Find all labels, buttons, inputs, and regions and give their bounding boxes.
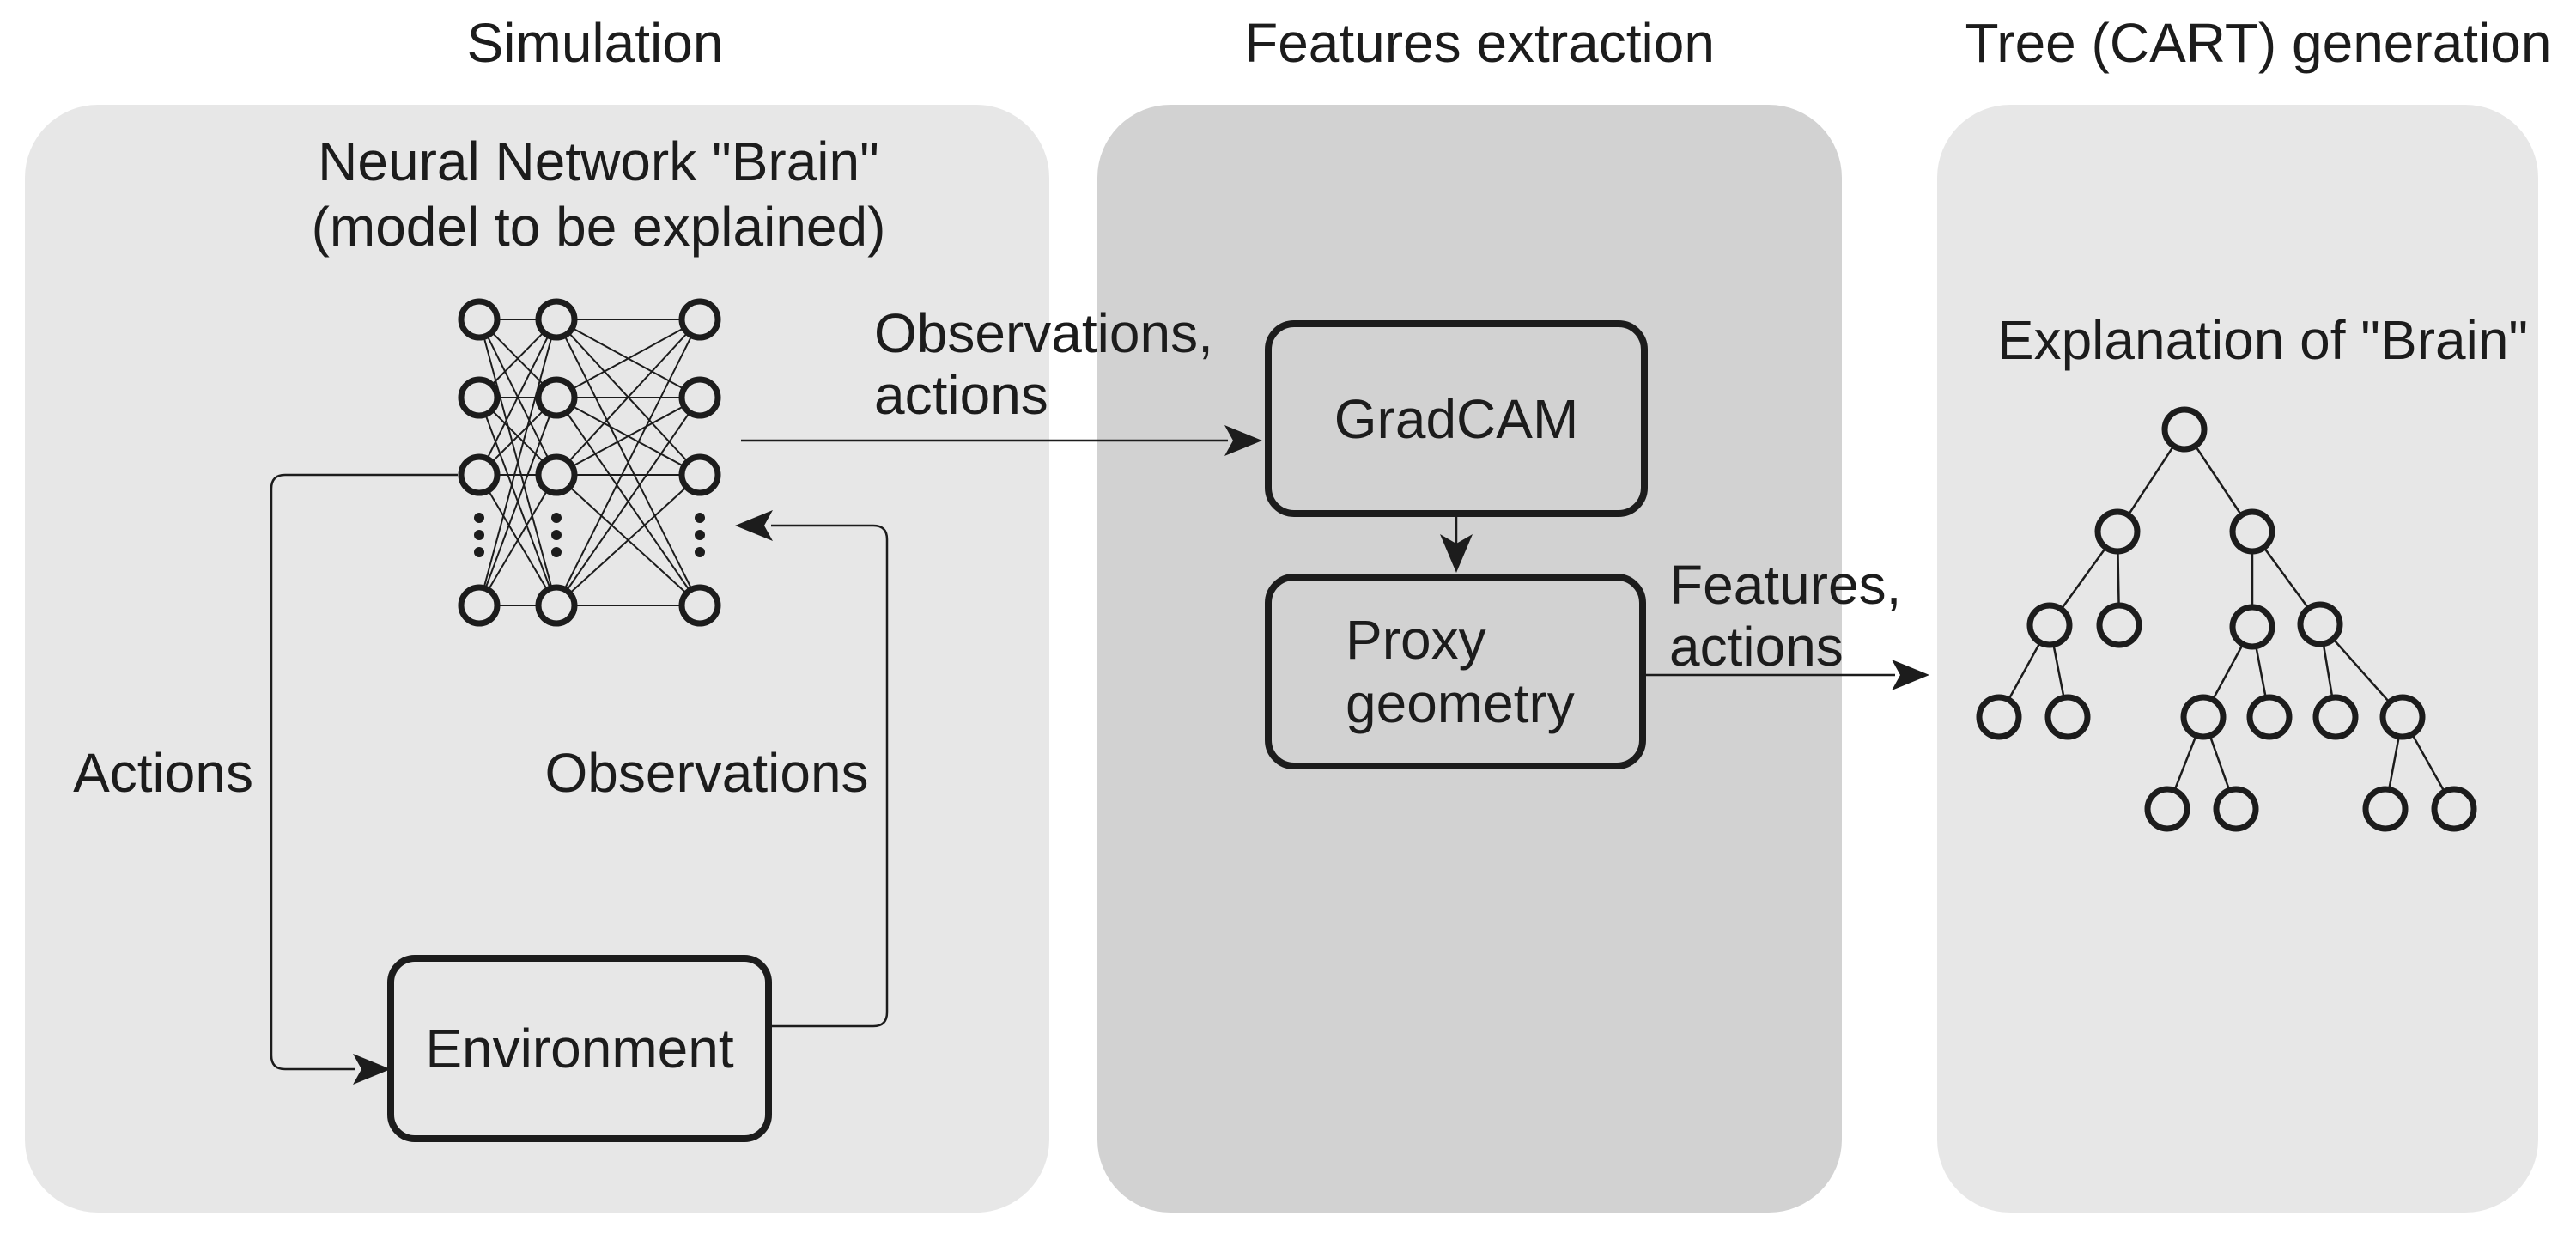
features-actions-label: Features, actions	[1669, 554, 1901, 678]
observations-label: Observations	[544, 742, 869, 804]
neural-network-graphic	[458, 298, 721, 627]
actions-loop-connector	[270, 473, 458, 1071]
nn-title-line2: (model to be explained)	[311, 196, 886, 258]
features-actions-line1: Features,	[1669, 554, 1902, 616]
panel-features-extraction	[1097, 105, 1842, 1213]
environment-label: Environment	[425, 1018, 734, 1079]
gradcam-label: GradCAM	[1334, 387, 1579, 450]
cart-tree-graphic	[1976, 406, 2477, 832]
panel-tree-generation	[1937, 105, 2538, 1213]
proxy-arrowhead-icon	[1440, 534, 1473, 573]
observations-arrowhead-icon	[735, 510, 773, 541]
actions-label: Actions	[73, 742, 253, 804]
observations-loop-connector	[769, 524, 889, 1028]
gradcam-arrowhead-icon	[1224, 425, 1262, 456]
panel-simulation	[25, 105, 1049, 1213]
panel-title-simulation: Simulation	[466, 12, 724, 74]
proxy-geometry-box	[1265, 574, 1646, 769]
panel-title-features-extraction: Features extraction	[1244, 12, 1715, 74]
gradcam-box	[1265, 320, 1648, 517]
explanation-title: Explanation of "Brain"	[1996, 309, 2529, 371]
nn-title-line1: Neural Network "Brain"	[318, 131, 879, 192]
tree-arrowhead-icon	[1892, 660, 1929, 690]
observations-actions-label: Observations, actions	[874, 302, 1213, 426]
features-actions-line2: actions	[1669, 616, 1844, 678]
observations-actions-line1: Observations,	[874, 302, 1213, 364]
panel-title-tree-generation: Tree (CART) generation	[1965, 12, 2552, 74]
actions-arrowhead-icon	[353, 1054, 391, 1085]
proxy-label-line1: Proxy	[1346, 609, 1486, 671]
proxy-geometry-label: Proxy geometry	[1346, 608, 1575, 735]
environment-box	[387, 955, 772, 1142]
proxy-label-line2: geometry	[1346, 672, 1575, 734]
nn-title: Neural Network "Brain" (model to be expl…	[298, 129, 899, 259]
observations-actions-line2: actions	[874, 364, 1048, 426]
